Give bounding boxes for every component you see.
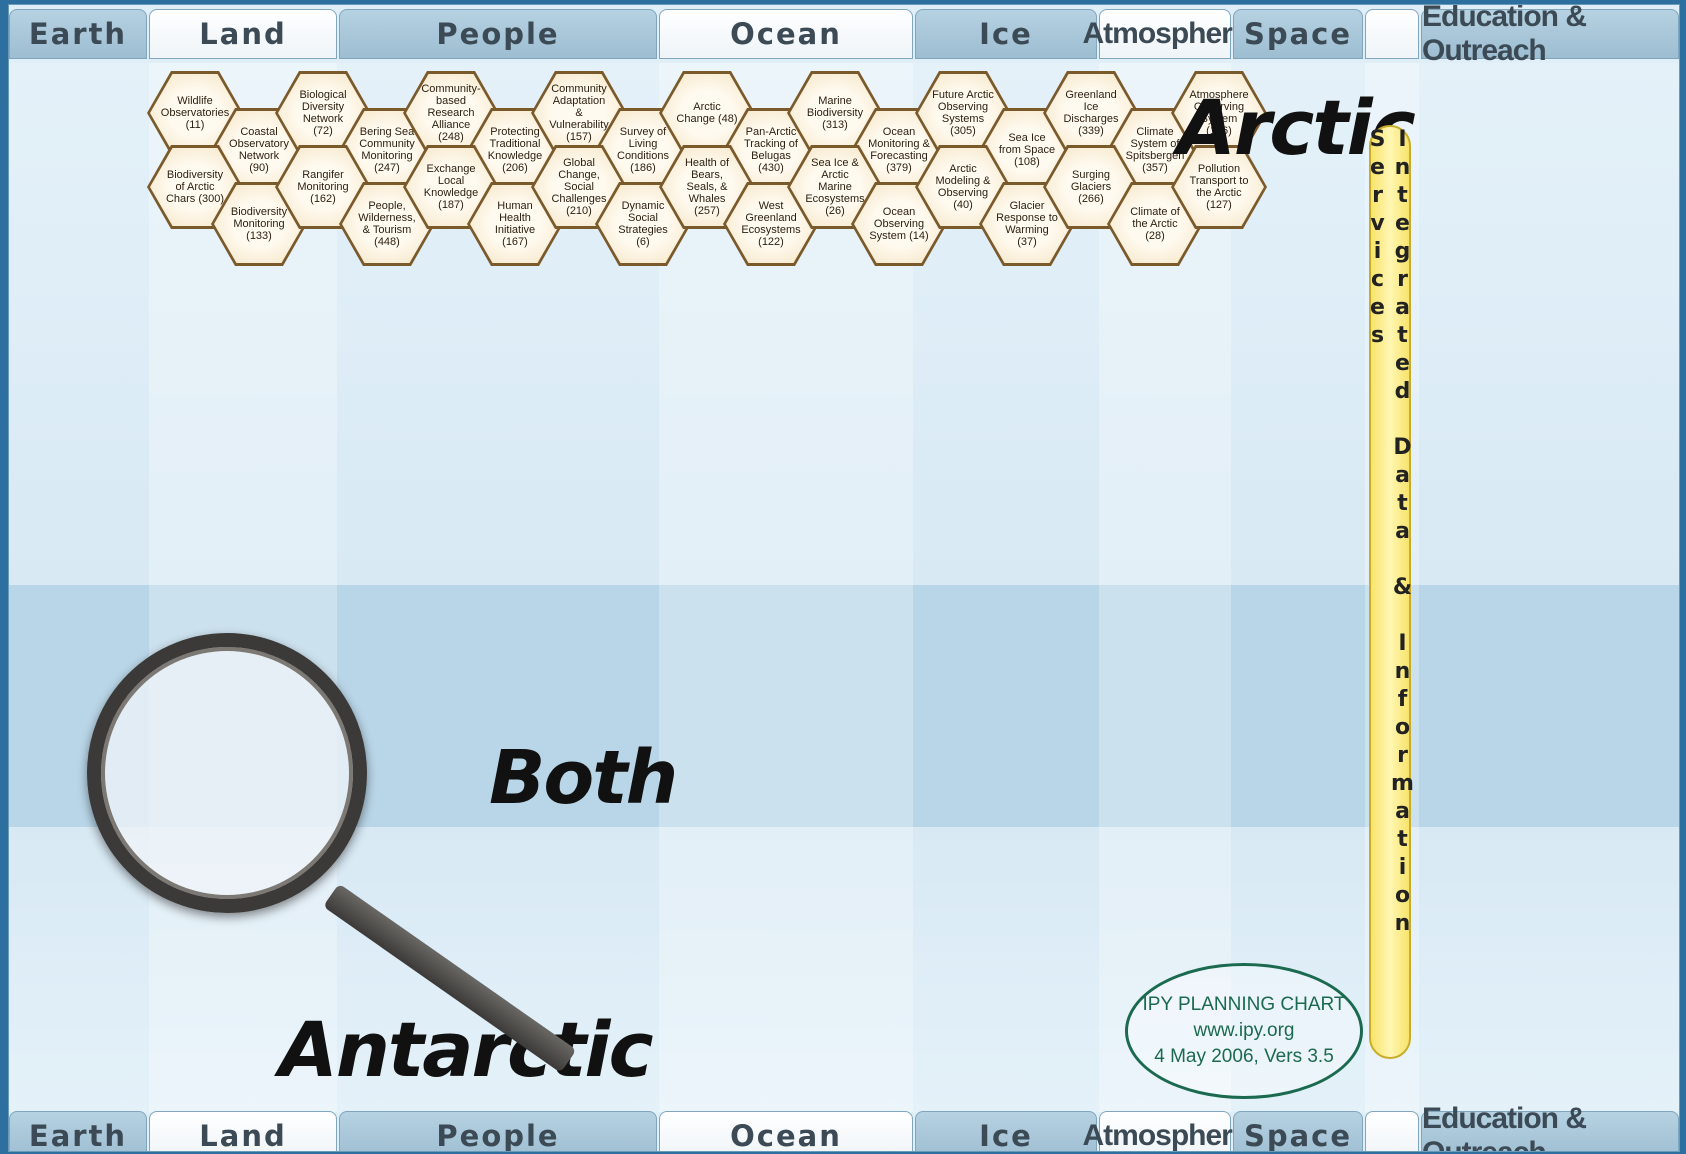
column-header-education-outreach: Education & Outreach [1421,1111,1679,1152]
planning-chart-url: www.ipy.org [1193,1018,1294,1044]
planning-chart-version: 4 May 2006, Vers 3.5 [1154,1044,1334,1070]
region-label-antarctic: Antarctic [279,1005,652,1094]
region-label-both: Both [489,735,676,821]
column-header-blank [1365,9,1419,59]
column-header-people: People [339,1111,657,1152]
column-header-blank [1365,1111,1419,1152]
column-header-space: Space [1233,1111,1363,1152]
column-header-space: Space [1233,9,1363,59]
column-header-earth: Earth [9,9,147,59]
column-header-earth: Earth [9,1111,147,1152]
column-header-land: Land [149,9,337,59]
planning-chart-title: IPY PLANNING CHART [1142,992,1345,1018]
column-header-education-outreach: Education & Outreach [1421,9,1679,59]
column-header-people: People [339,9,657,59]
column-header-atmosphere: Atmosphere [1099,1111,1231,1152]
integrated-data-services-label: Integrated Data & Information Services [1365,127,1415,1057]
magnifier-icon[interactable] [87,633,367,913]
column-header-ocean: Ocean [659,9,913,59]
column-header-ocean: Ocean [659,1111,913,1152]
column-header-land: Land [149,1111,337,1152]
column-header-ice: Ice [915,1111,1097,1152]
column-header-ice: Ice [915,9,1097,59]
integrated-data-services-bar: Integrated Data & Information Services [1369,125,1411,1059]
planning-chart-stamp: IPY PLANNING CHART www.ipy.org 4 May 200… [1125,963,1363,1099]
column-header-atmosphere: Atmosphere [1099,9,1231,59]
